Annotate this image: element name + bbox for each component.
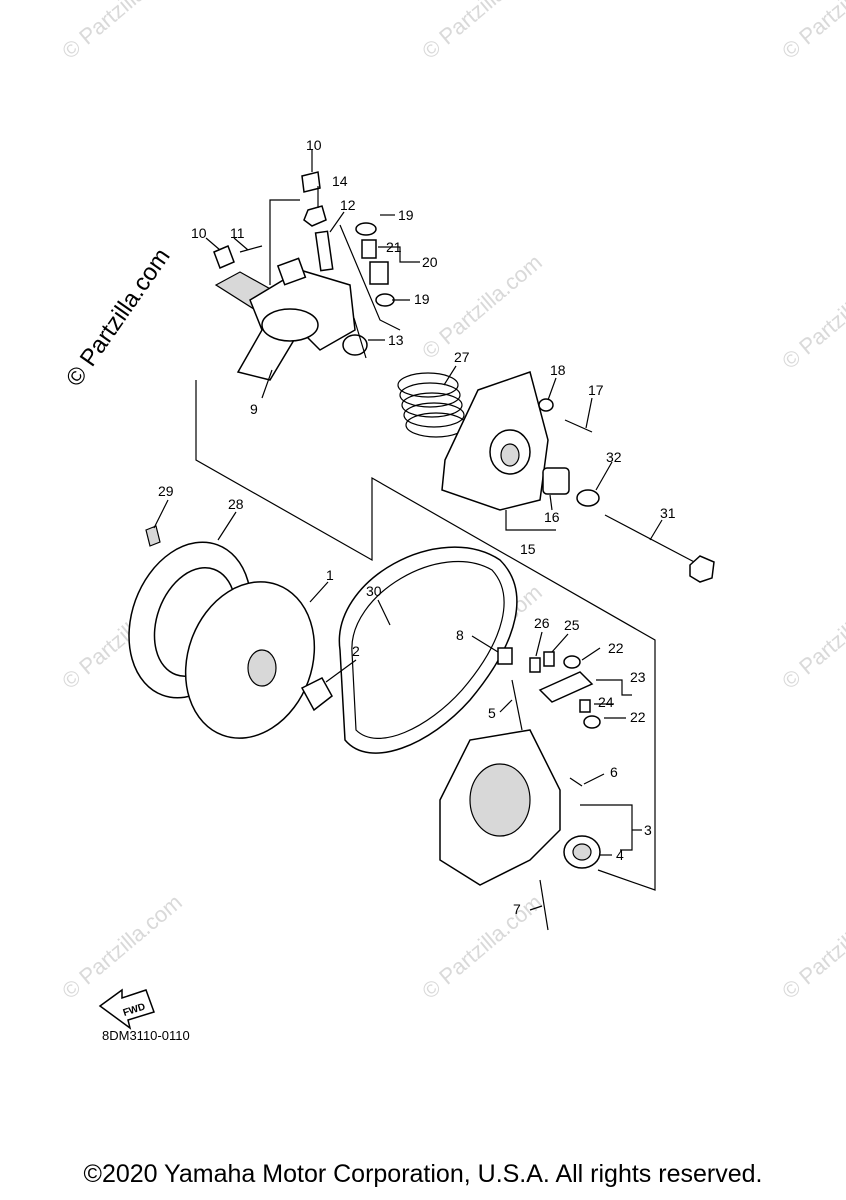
nut-8	[497, 647, 513, 665]
diagram-code: 8DM3110-0110	[102, 1028, 190, 1043]
callout-11: 11	[230, 225, 245, 241]
primary-sheave-assembly	[128, 525, 333, 739]
callout-20: 20	[422, 254, 438, 270]
washer-19-top	[355, 222, 377, 236]
forward-direction-indicator: FWD	[98, 988, 155, 1030]
bushing-16	[542, 467, 570, 495]
callout-25: 25	[564, 617, 580, 633]
callout-17: 17	[588, 382, 604, 398]
callout-32: 32	[606, 449, 622, 465]
nut-14	[303, 205, 327, 227]
callout-labels: 10 14 12 10 11 19 21 20 19 13 9 27 18 17…	[158, 137, 676, 917]
callout-4: 4	[616, 847, 624, 863]
top-small-parts	[213, 171, 395, 359]
callout-1: 1	[326, 567, 334, 583]
screw-6	[569, 777, 583, 787]
callout-18: 18	[550, 362, 566, 378]
spring-27	[397, 372, 467, 438]
callout-16: 16	[544, 509, 560, 525]
watermark-text: © Partzilla.com	[417, 0, 547, 64]
callout-2: 2	[352, 643, 360, 659]
pin-11	[239, 245, 263, 253]
callout-31: 31	[660, 505, 676, 521]
secondary-housing-assembly	[439, 647, 601, 931]
callout-21: 21	[386, 239, 402, 255]
fwd-arrow-icon	[98, 988, 155, 1030]
bolt-31	[604, 514, 701, 566]
spacer-24	[579, 699, 591, 713]
spider-hub-assembly	[214, 257, 368, 381]
bolt-7	[539, 879, 549, 931]
callout-22-bottom: 22	[630, 709, 646, 725]
callout-27: 27	[454, 349, 470, 365]
callout-19-bottom: 19	[414, 291, 430, 307]
partzilla-brand-text: © Partzilla.com	[61, 243, 176, 391]
leader-lines	[153, 150, 663, 911]
callout-3: 3	[644, 822, 652, 838]
bolt-25	[543, 651, 555, 667]
bolt-26	[529, 657, 541, 673]
slider-10-top	[301, 171, 321, 193]
lever-23	[538, 671, 594, 703]
watermark-text: © Partzilla.com	[57, 0, 187, 64]
bolt-29	[145, 525, 161, 547]
watermark-text: © Partzilla.com	[777, 259, 846, 373]
callout-7: 7	[513, 901, 521, 917]
washer-22-top	[563, 655, 581, 669]
collar-12	[314, 230, 334, 272]
watermark-text: © Partzilla.com	[777, 579, 846, 693]
callout-8: 8	[456, 627, 464, 643]
roller-20	[369, 261, 389, 285]
callout-15: 15	[520, 541, 536, 557]
watermark-text: © Partzilla.com	[777, 889, 846, 1003]
washer-18	[538, 398, 554, 412]
callout-5: 5	[488, 705, 496, 721]
callout-10-top: 10	[306, 137, 322, 153]
bolt-13	[353, 317, 367, 359]
callout-30: 30	[366, 583, 382, 599]
callout-24: 24	[598, 694, 614, 710]
copyright-footer: ©2020 Yamaha Motor Corporation, U.S.A. A…	[83, 1160, 763, 1188]
callout-6: 6	[610, 764, 618, 780]
washer-22-bottom	[583, 715, 601, 729]
slider-10-left	[213, 245, 235, 269]
callout-28: 28	[228, 496, 244, 512]
callout-22-top: 22	[608, 640, 624, 656]
roller-21	[361, 239, 377, 259]
watermark-text: © Partzilla.com	[57, 889, 187, 1003]
callout-13: 13	[388, 332, 404, 348]
drive-belt-30	[338, 546, 518, 754]
pin-5	[511, 679, 523, 731]
callout-23: 23	[630, 669, 646, 685]
callout-26: 26	[534, 615, 550, 631]
parts-diagram: © Partzilla.com © Partzilla.com © Partzi…	[57, 0, 846, 1043]
spring-and-cover	[397, 371, 715, 583]
bolt-17	[564, 419, 593, 433]
washer-19-bottom	[375, 293, 395, 307]
watermark-text: © Partzilla.com	[417, 889, 547, 1003]
assembly-outline	[195, 199, 656, 891]
callout-19-top: 19	[398, 207, 414, 223]
callout-14: 14	[332, 173, 348, 189]
callout-10-left: 10	[191, 225, 207, 241]
washer-32	[576, 489, 600, 507]
bushing-2	[300, 677, 333, 712]
callout-29: 29	[158, 483, 174, 499]
callout-12: 12	[340, 197, 356, 213]
watermark-text: © Partzilla.com	[777, 0, 846, 64]
callout-9: 9	[250, 401, 258, 417]
